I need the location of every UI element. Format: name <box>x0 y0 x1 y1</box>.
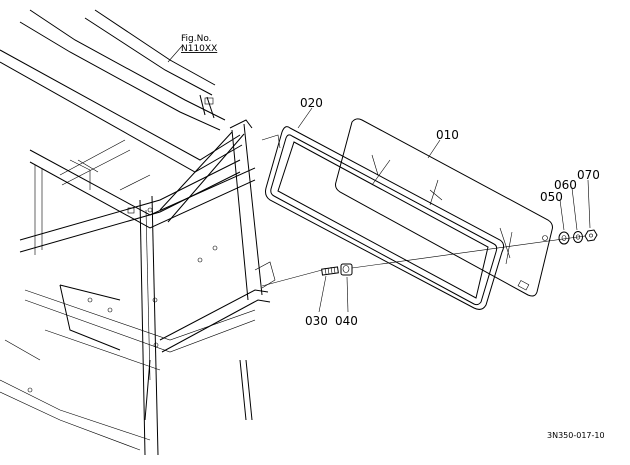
callout-010: 010 <box>436 128 459 142</box>
fig-label: Fig.No. <box>181 34 212 44</box>
fig-number: N110XX <box>181 44 217 54</box>
bolt <box>321 266 339 276</box>
window-seal-frame <box>265 126 505 310</box>
leader-lines <box>167 45 591 313</box>
assembly-lines <box>261 235 586 287</box>
spacer <box>340 263 353 276</box>
callout-060: 060 <box>554 178 577 192</box>
callout-030: 030 <box>305 314 328 328</box>
callout-020: 020 <box>300 96 323 110</box>
cab-frame <box>0 9 281 456</box>
callout-040: 040 <box>335 314 358 328</box>
window-glass <box>335 118 553 297</box>
callout-070: 070 <box>577 168 600 182</box>
drawing-code: 3N350-017-10 <box>547 431 605 440</box>
callout-050: 050 <box>540 190 563 204</box>
